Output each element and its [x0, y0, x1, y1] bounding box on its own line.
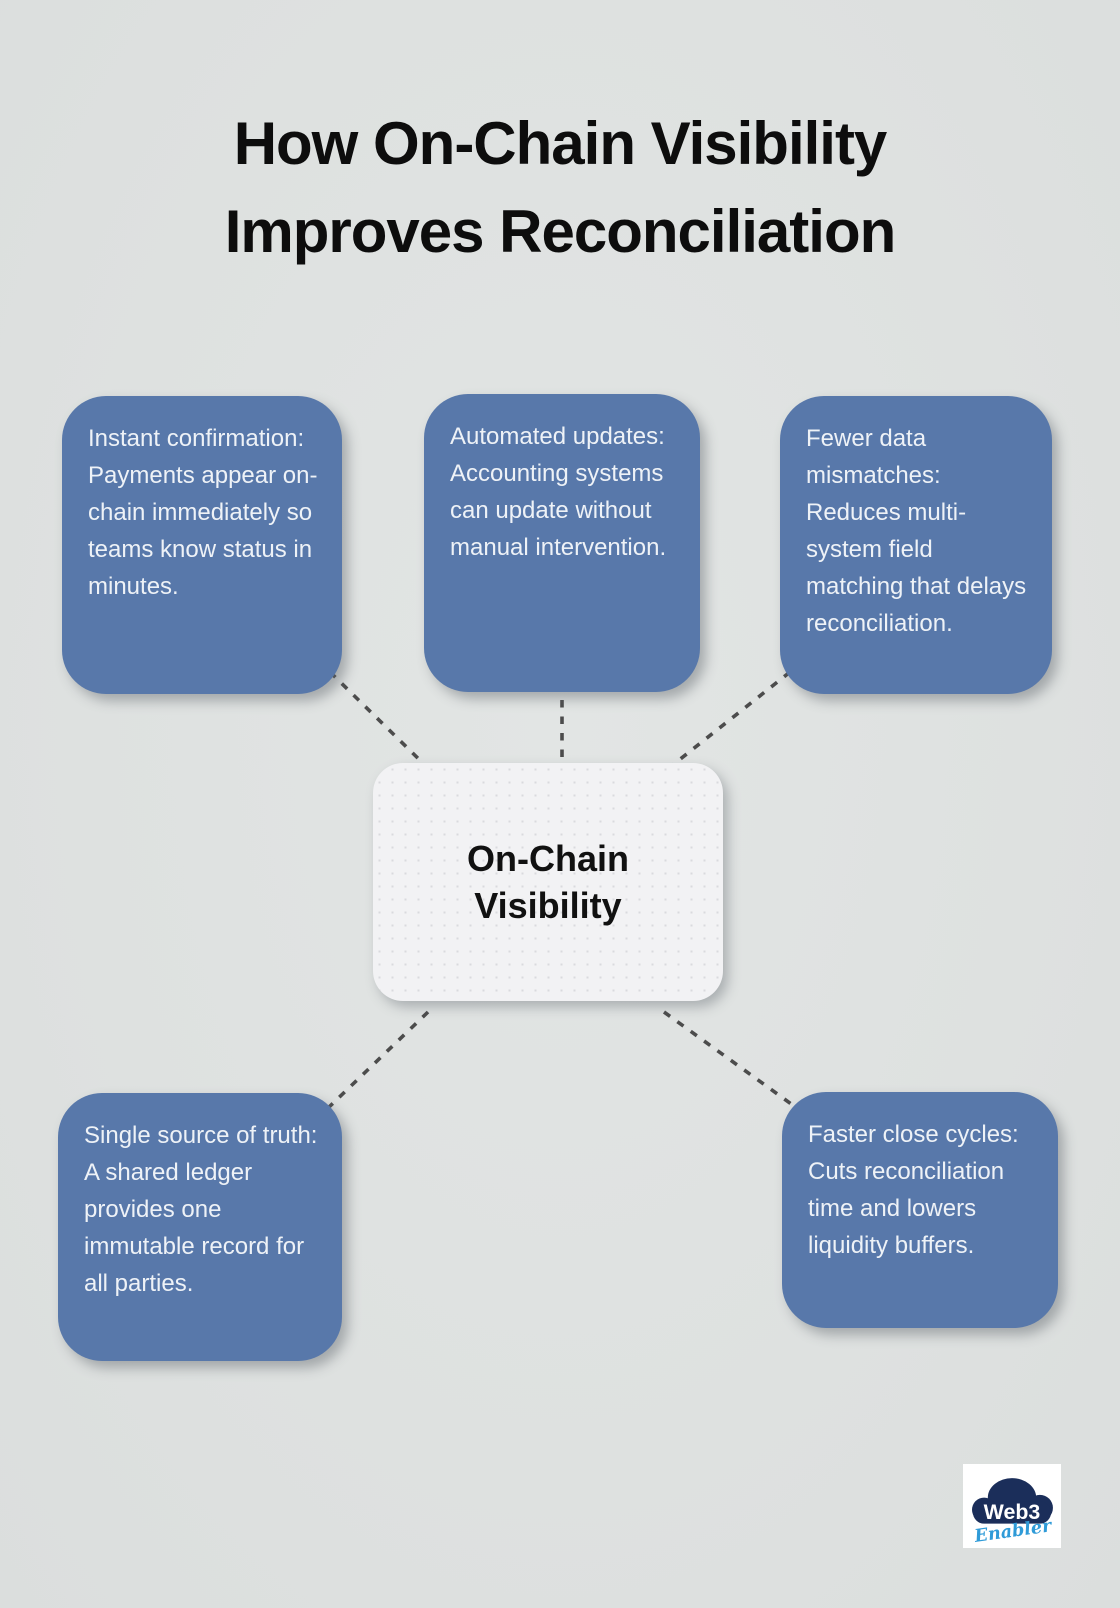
node-automated-updates-text: Automated updates: Accounting systems ca… [450, 423, 667, 561]
center-node-label-line-2: Visibility [474, 885, 622, 926]
connector-top-right [662, 670, 792, 774]
page-title-line-2: Improves Reconciliation [224, 198, 897, 265]
center-node-on-chain-visibility: On-Chain Visibility [373, 763, 723, 1001]
web3-enabler-logo: Web3 Enabler [963, 1464, 1061, 1548]
center-node-label: On-Chain Visibility [467, 835, 629, 929]
node-faster-close-cycles: Faster close cycles: Cuts reconciliation… [782, 1092, 1058, 1328]
node-fewer-data-mismatches-text: Fewer data mismatches: Reduces multi-sys… [806, 425, 1027, 637]
node-single-source-of-truth-text: Single source of truth: A shared ledger … [84, 1122, 318, 1297]
page-title: How On-Chain Visibility Improves Reconci… [0, 100, 1120, 276]
node-automated-updates: Automated updates: Accounting systems ca… [424, 394, 700, 692]
node-instant-confirmation-text: Instant confirmation: Payments appear on… [88, 425, 318, 600]
connector-bottom-left [326, 1010, 430, 1110]
center-node-label-line-1: On-Chain [467, 838, 629, 879]
node-single-source-of-truth: Single source of truth: A shared ledger … [58, 1093, 342, 1361]
node-instant-confirmation: Instant confirmation: Payments appear on… [62, 396, 342, 694]
connector-bottom-right [662, 1010, 796, 1108]
logo-brand-top: Web3 [984, 1500, 1041, 1524]
connector-top-left [328, 670, 434, 774]
node-fewer-data-mismatches: Fewer data mismatches: Reduces multi-sys… [780, 396, 1052, 694]
cloud-icon: Web3 Enabler [972, 1478, 1054, 1546]
node-faster-close-cycles-text: Faster close cycles: Cuts reconciliation… [808, 1121, 1019, 1259]
page-title-line-1: How On-Chain Visibility [233, 110, 888, 177]
